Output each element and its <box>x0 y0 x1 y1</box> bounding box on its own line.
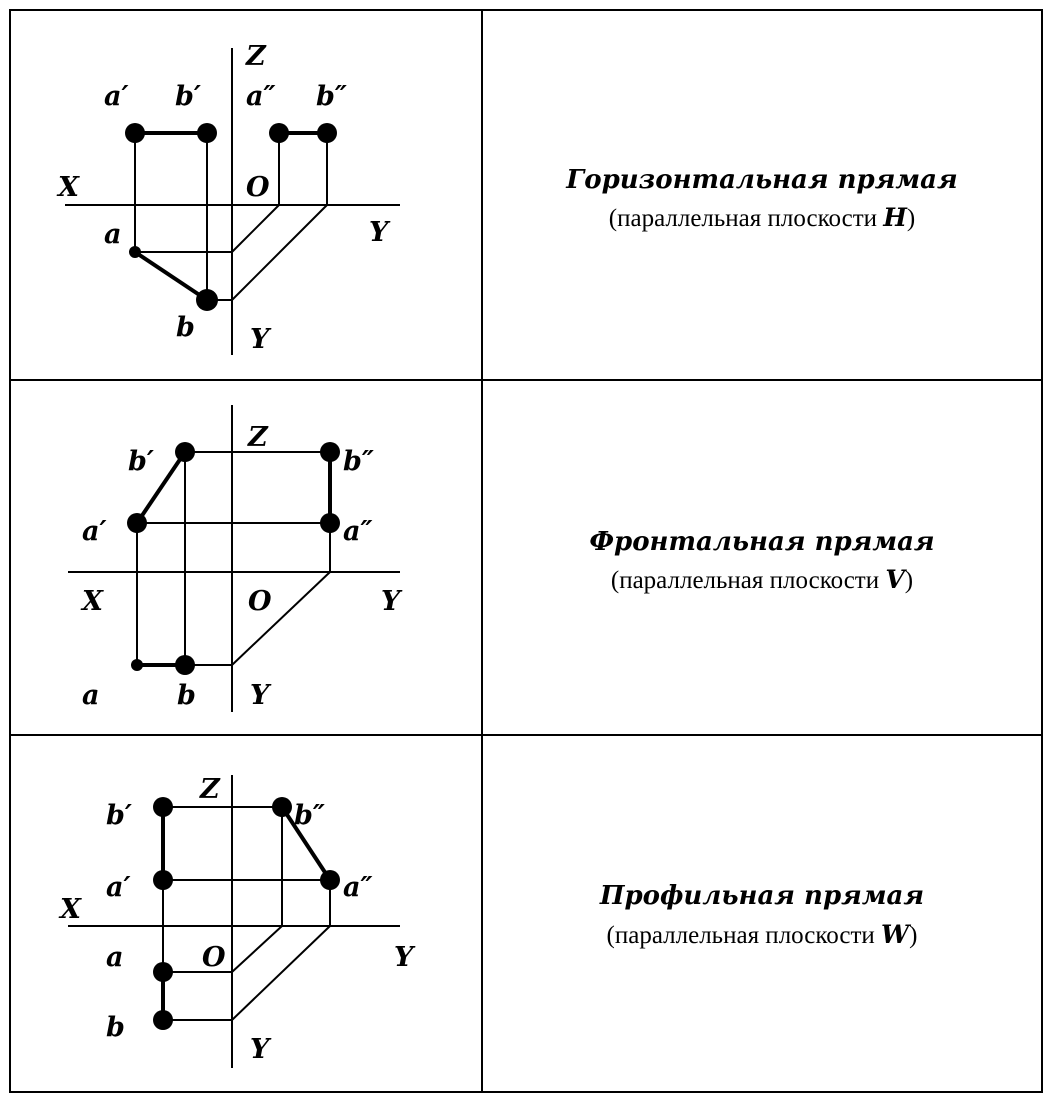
label-b-profile: b″ <box>343 446 374 477</box>
profile-projection-segment <box>280 805 332 882</box>
label-a-front: a′ <box>82 516 107 547</box>
description-profile-line: Профильная прямая (параллельная плоскост… <box>599 881 924 949</box>
description-frontal-line: Фронтальная прямая (параллельная плоскос… <box>589 527 934 594</box>
row-subtitle: (параллельная плоскости H) <box>609 203 915 232</box>
label-a-profile: a″ <box>343 872 373 903</box>
label-o: O <box>202 942 226 973</box>
point-b-front <box>153 797 173 817</box>
row-subtitle: (параллельная плоскости V) <box>611 565 913 594</box>
label-b-front: b′ <box>106 800 132 831</box>
point-a-profile <box>269 123 289 143</box>
label-a-top: a <box>106 942 124 973</box>
point-a-front <box>153 870 173 890</box>
label-x: X <box>56 172 80 203</box>
point-b-profile <box>317 123 337 143</box>
point-a-front <box>125 123 145 143</box>
point-b-top <box>196 289 218 311</box>
point-a-profile <box>320 513 340 533</box>
point-a-top <box>131 659 143 671</box>
label-y-right: Y <box>381 586 403 617</box>
label-b-top: b <box>176 312 195 343</box>
label-o: O <box>246 172 270 203</box>
label-a-profile: a″ <box>343 516 373 547</box>
point-b-top <box>175 655 195 675</box>
diagram-frontal-line: Z b′ b″ a′ a″ X O Y a b Y <box>68 405 403 712</box>
label-z: Z <box>199 774 221 805</box>
label-a-top: a <box>104 219 122 250</box>
diagram-horizontal-line: Z a′ b′ a″ b″ X O Y a b Y <box>56 41 400 355</box>
point-b-profile <box>272 797 292 817</box>
table-grid <box>9 9 1043 1093</box>
label-x: X <box>80 586 104 617</box>
label-z: Z <box>247 422 269 453</box>
label-b-top: b <box>106 1012 125 1043</box>
label-a-profile: a″ <box>246 81 276 112</box>
label-a-front: a′ <box>106 872 131 903</box>
point-b-front <box>175 442 195 462</box>
point-a-front <box>127 513 147 533</box>
label-b-profile: b″ <box>294 800 325 831</box>
row-subtitle: (параллельная плоскости W) <box>607 920 918 949</box>
label-z: Z <box>245 41 267 72</box>
row-title: Горизонтальная прямая <box>565 165 957 195</box>
description-horizontal-line: Горизонтальная прямая (параллельная плос… <box>565 165 957 232</box>
point-a-profile <box>320 870 340 890</box>
label-y-right: Y <box>394 942 416 973</box>
label-x: X <box>58 894 82 925</box>
point-b-front <box>197 123 217 143</box>
point-a-top <box>153 962 173 982</box>
label-y-right: Y <box>369 217 391 248</box>
top-projection-segment <box>133 250 209 302</box>
label-y-bottom: Y <box>250 1034 272 1065</box>
label-y-bottom: Y <box>250 324 272 355</box>
label-o: O <box>248 586 272 617</box>
point-b-profile <box>320 442 340 462</box>
point-b-top <box>153 1010 173 1030</box>
label-b-front: b′ <box>175 81 201 112</box>
label-b-front: b′ <box>128 446 154 477</box>
label-a-front: a′ <box>104 81 129 112</box>
label-y-bottom: Y <box>250 680 272 711</box>
label-a-top: a <box>82 680 100 711</box>
row-title: Профильная прямая <box>599 881 924 911</box>
front-projection-segment <box>135 450 187 525</box>
diagram-profile-line: Z b′ b″ a′ a″ X a O Y b Y <box>58 774 416 1068</box>
point-a-top <box>129 246 141 258</box>
row-title: Фронтальная прямая <box>589 527 934 557</box>
label-b-profile: b″ <box>316 81 347 112</box>
label-b-top: b <box>177 680 196 711</box>
